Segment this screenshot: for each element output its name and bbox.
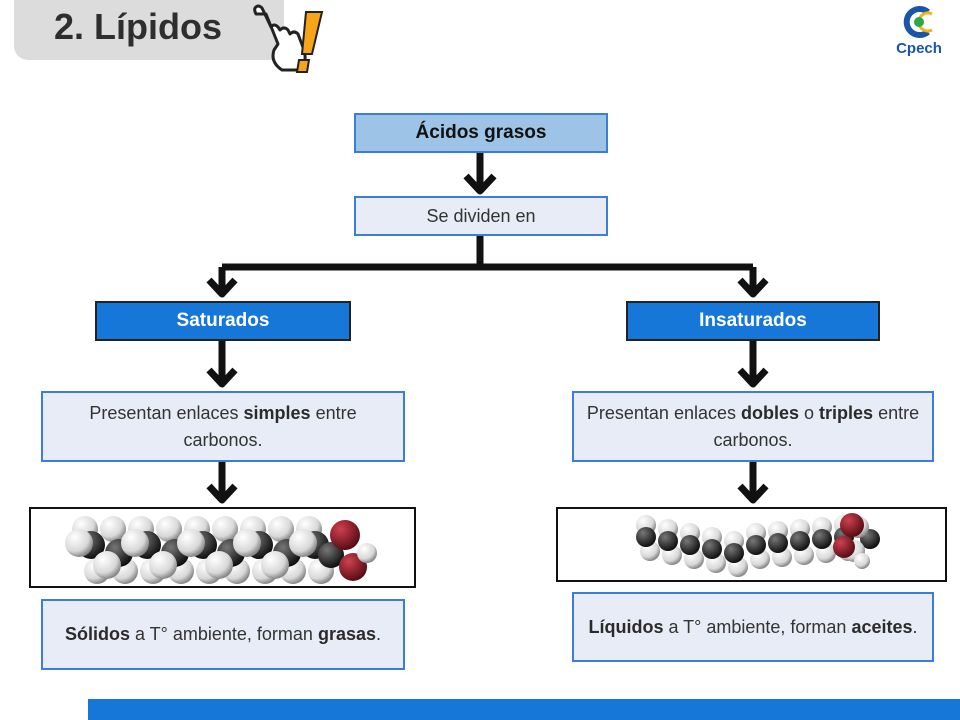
carbon-atom [658, 531, 678, 551]
desc-bold-dobles: dobles [741, 403, 800, 424]
carbon-atom [318, 542, 344, 568]
state-text: . [912, 616, 918, 637]
logo-text: Cpech [896, 40, 942, 57]
desc-bold-simples: simples [243, 403, 311, 424]
carbon-atom [724, 543, 744, 563]
arrowhead-saturados [206, 277, 238, 298]
hydrogen-atom [357, 543, 377, 563]
connector-box-se-dividen: Se dividen en [354, 196, 608, 236]
hydrogen-atom [233, 529, 261, 557]
arrowhead-root-divide [463, 173, 497, 195]
hydrogen-atom [121, 529, 149, 557]
arrowhead-sat-desc [206, 367, 238, 388]
carbon-atom [746, 535, 766, 555]
hydrogen-atom [205, 551, 233, 579]
state-text: . [376, 624, 382, 645]
saturated-molecule-frame [29, 507, 416, 588]
exclamation-icon [295, 11, 324, 73]
desc-text: entre carbonos. [183, 403, 357, 450]
hydrogen-atom [65, 529, 93, 557]
arrowhead-insaturados [737, 277, 769, 298]
desc-text: entre carbonos. [713, 403, 920, 450]
desc-bold-triples: triples [819, 403, 874, 424]
arrowhead-ins-desc [737, 367, 769, 388]
unsaturated-molecule-frame [556, 507, 947, 582]
cpech-logo: Cpech [888, 2, 950, 64]
saturated-fatty-acid-molecule [65, 516, 377, 584]
state-text: a T° ambiente, forman [129, 624, 318, 645]
category-saturados: Saturados [95, 301, 351, 341]
root-box-acidos-grasos: Ácidos grasos [354, 113, 608, 153]
hydrogen-atom [212, 516, 238, 542]
hydrogen-atom [177, 529, 205, 557]
insaturados-state: Líquidos a T° ambiente, forman aceites. [572, 592, 934, 662]
page-title: 2. Lípidos [54, 6, 223, 47]
carbon-atom [812, 529, 832, 549]
hydrogen-atom [289, 529, 317, 557]
state-bold-solidos: Sólidos [64, 624, 130, 645]
saturados-state: Sólidos a T° ambiente, forman grasas. [41, 599, 405, 670]
desc-text: Presentan enlaces [586, 403, 741, 424]
title-tab: 2. Lípidos [14, 0, 284, 60]
hydrogen-atom [268, 516, 294, 542]
desc-text: Presentan enlaces [89, 403, 244, 424]
insaturados-description: Presentan enlaces dobles o triples entre… [572, 391, 934, 462]
carbon-atom [702, 539, 722, 559]
hydrogen-atom [149, 551, 177, 579]
state-bold-liquidos: Líquidos [588, 616, 664, 637]
footer-bar [88, 699, 960, 720]
pointing-hand-icon [253, 4, 324, 73]
arrowhead-sat-molecule [206, 483, 238, 504]
oxygen-atom [840, 513, 864, 537]
oxygen-atom [330, 520, 360, 550]
oxygen-atom [833, 536, 855, 558]
carbon-atom [790, 531, 810, 551]
state-bold-grasas: grasas [317, 624, 376, 645]
hydrogen-atom [100, 516, 126, 542]
unsaturated-fatty-acid-molecule [636, 513, 880, 577]
arrowhead-ins-molecule [737, 483, 769, 504]
desc-text: o [799, 403, 820, 424]
state-text: a T° ambiente, forman [663, 616, 852, 637]
hydrogen-atom [156, 516, 182, 542]
saturados-description: Presentan enlaces simples entre carbonos… [41, 391, 405, 462]
state-bold-aceites: aceites [851, 616, 913, 637]
hydrogen-atom [261, 551, 289, 579]
category-insaturados: Insaturados [626, 301, 880, 341]
hydrogen-atom [854, 553, 870, 569]
carbon-atom [680, 535, 700, 555]
hydrogen-atom [93, 551, 121, 579]
carbon-atom [636, 527, 656, 547]
carbon-atom [768, 533, 788, 553]
